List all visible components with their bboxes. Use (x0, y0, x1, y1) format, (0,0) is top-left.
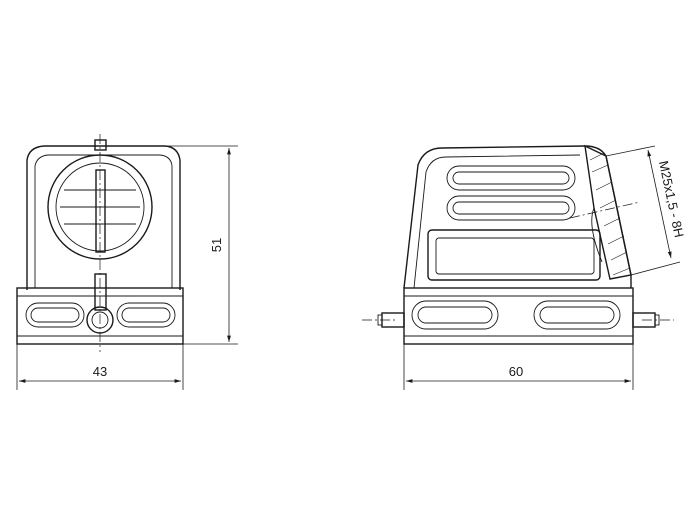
cable-entry-section (584, 144, 632, 280)
front-top-tab (94, 139, 107, 151)
section-hatching (589, 152, 631, 276)
front-slot-left (25, 302, 85, 328)
thread-label: M25x1,5 - 8H (656, 159, 687, 238)
front-screw-post (94, 273, 107, 311)
side-window (427, 229, 601, 281)
front-hood-outline (26, 145, 181, 290)
front-latch-rib (95, 169, 106, 253)
side-view: 60 M25x1,5 - 8H (362, 144, 687, 390)
side-width-label: 60 (509, 364, 523, 379)
front-height-label: 51 (209, 238, 224, 252)
front-slot-right (116, 302, 176, 328)
thread-dimension (647, 149, 672, 259)
front-view: 43 51 (16, 134, 238, 390)
side-slot-right (533, 300, 621, 330)
side-rib-2 (446, 195, 576, 221)
front-width-label: 43 (93, 364, 107, 379)
side-rib-1 (446, 165, 576, 191)
thread-axis (569, 201, 641, 219)
front-hood-inner-line (34, 154, 173, 288)
side-hood-outline (403, 145, 632, 289)
side-slot-left (411, 300, 499, 330)
